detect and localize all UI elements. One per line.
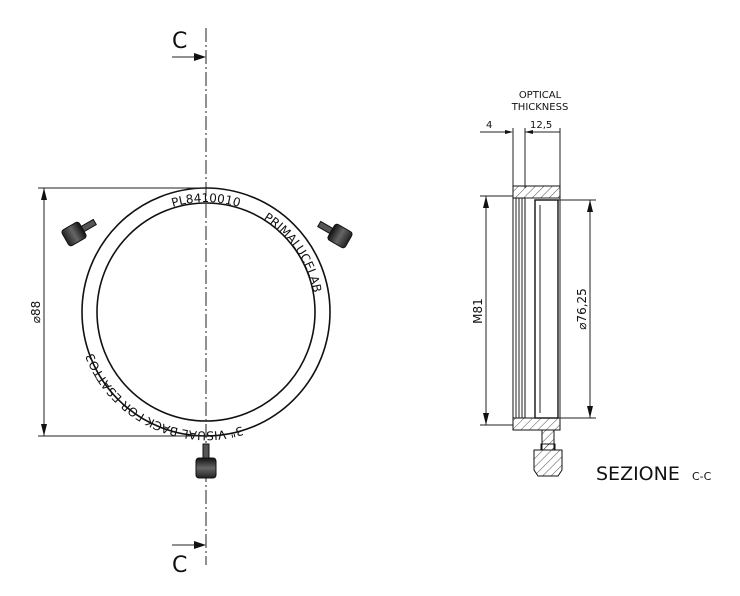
dim-left-label: 4 (486, 120, 492, 131)
thumbscrew-left-icon (61, 218, 97, 247)
section-title: SEZIONE (596, 463, 680, 485)
dim-right-label: 12,5 (530, 120, 552, 131)
inner-diameter-label: ⌀76,25 (575, 288, 589, 330)
optical-label-2: THICKNESS (511, 102, 569, 113)
ring-text-top: PL8410010 (170, 191, 242, 210)
thumbscrew-bottom-icon (195, 443, 217, 479)
thread-dimension: M81 (471, 195, 513, 426)
ring-text-bottom: 3" VISUAL BACK FOR ESATTO3 (83, 351, 245, 442)
diameter-dimension: ⌀88 (29, 187, 206, 437)
front-view: C C PL8410010 PRIMALUCELAB 3" VISUAL BAC… (29, 28, 353, 578)
section-marker-bottom: C (172, 541, 206, 578)
section-label-top: C (172, 29, 187, 54)
section-view: OPTICAL THICKNESS 4 12,5 (471, 90, 712, 485)
thickness-dimensions: 4 12,5 (480, 120, 561, 188)
inner-diameter-dimension: ⌀76,25 (558, 199, 596, 419)
optical-label-1: OPTICAL (519, 90, 562, 101)
section-label-bottom: C (172, 553, 187, 578)
ring-inner (96, 202, 316, 422)
thread-label: M81 (471, 298, 485, 324)
thumbscrew-right-icon (317, 220, 353, 249)
section-marker-top: C (172, 29, 206, 61)
diameter-label: ⌀88 (29, 301, 43, 324)
section-title-suffix: C-C (692, 470, 712, 483)
